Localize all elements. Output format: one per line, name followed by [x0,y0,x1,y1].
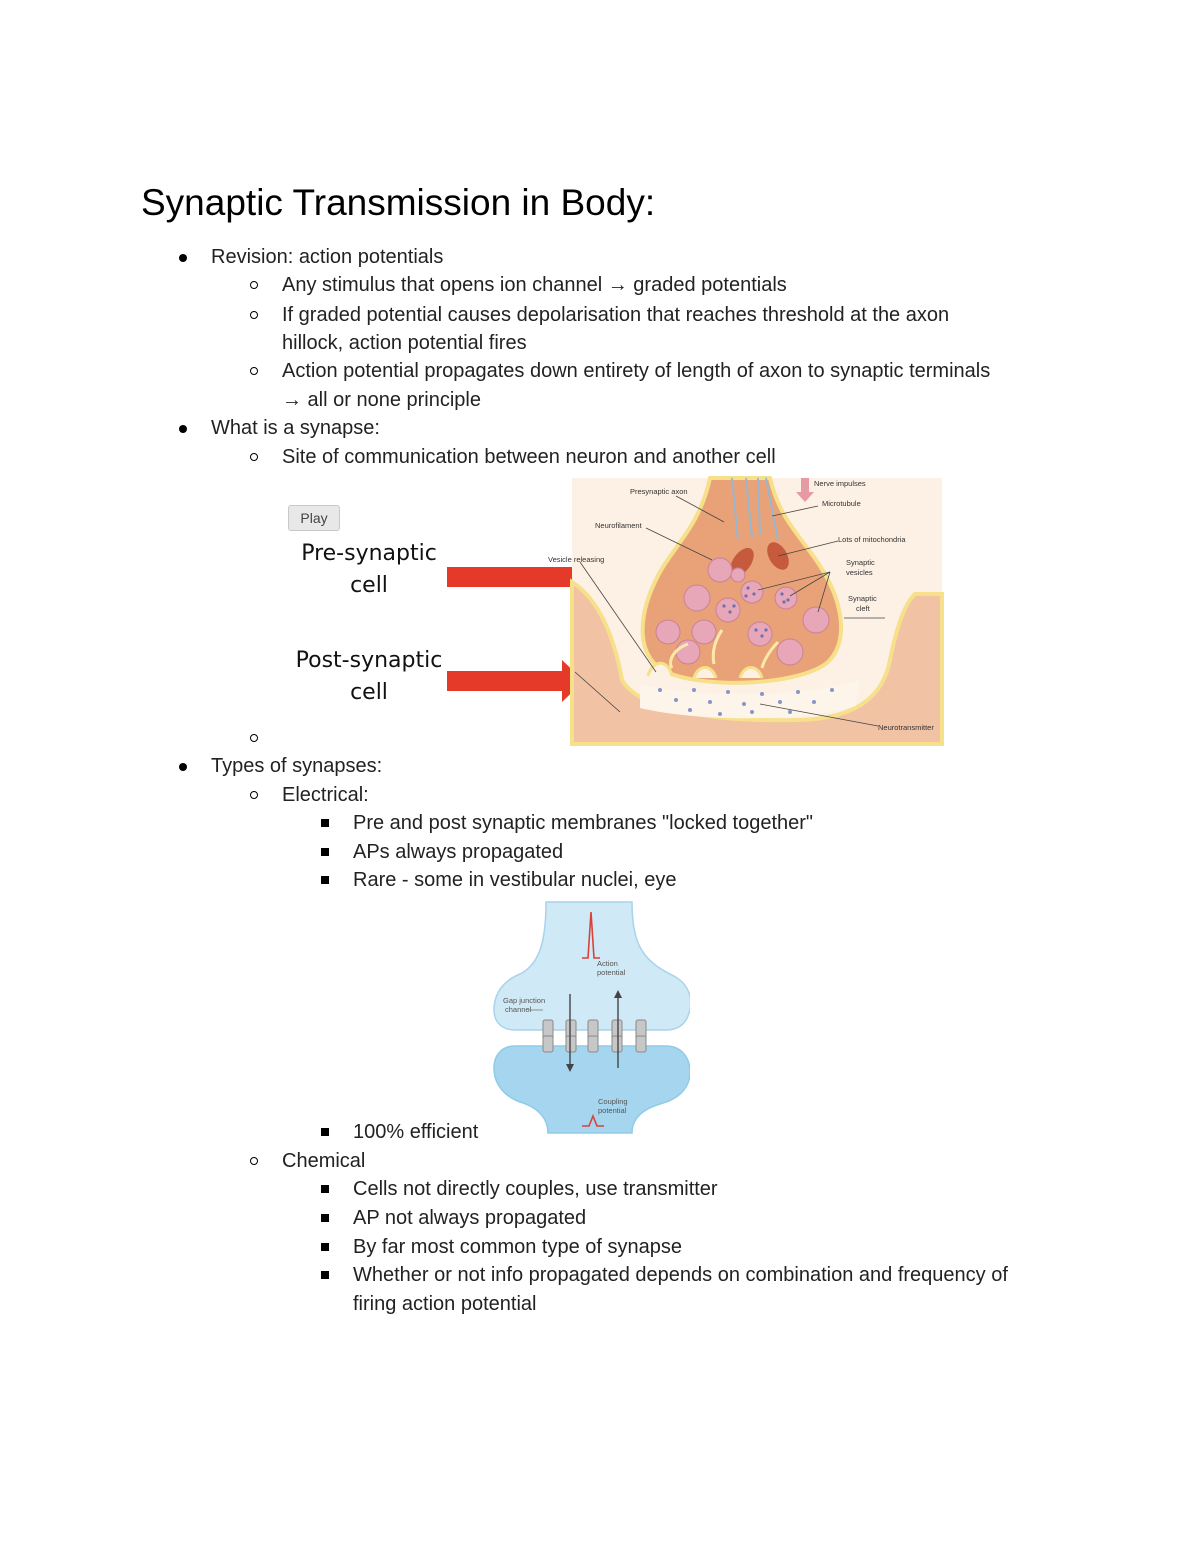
sub-bullet-threshold: If graded potential causes depolarisatio… [249,301,949,329]
vesicle-icon [691,619,717,645]
sub-bullet-propagates-cont: → all or none principle [282,389,481,411]
label-gap-junction-1: Gap junction [503,996,545,1005]
label-neurofilament: Neurofilament [595,521,643,530]
release-arrow-icon [669,642,689,669]
post-synaptic-label: Post-synaptic cell [288,645,450,709]
vesicle-icon [802,606,830,634]
sub-bullet-propagates: Action potential propagates down entiret… [249,357,990,385]
pre-synaptic-label-line2: cell [350,573,388,598]
label-nerve-impulses: Nerve impulses [814,479,866,488]
vesicle-icon [707,557,733,583]
vesicle-icon [655,619,681,645]
electrical-synapse-illustration: Action potential Gap junction channel Co… [493,901,690,1134]
label-coupling-potential-2: potential [598,1106,627,1115]
label-action-potential-2: potential [597,968,626,977]
sub-bullet-chemical: Chemical [249,1147,365,1175]
vesicle-icon [747,621,773,647]
vesicle-icon [774,586,798,610]
vesicle-icon [715,597,741,623]
label-vesicle-releasing: Vesicle releasing [548,555,604,564]
play-button[interactable]: Play [288,505,340,531]
pre-synaptic-label-line1: Pre-synaptic [301,541,437,566]
sub-bullet-electrical: Electrical: [250,781,369,809]
vesicle-icon [675,639,701,665]
sub-bullet-graded: Any stimulus that opens ion channel → gr… [250,271,787,299]
nerve-impulse-arrow-icon [796,478,814,502]
post-synaptic-label-line1: Post-synaptic [295,648,443,673]
label-mitochondria: Lots of mitochondria [838,535,906,544]
release-arrow-icon [760,640,780,669]
synaptic-cleft [640,680,860,719]
pre-synaptic-label: Pre-synaptic cell [290,538,448,602]
item-not-directly-coupled: Cells not directly couples, use transmit… [321,1175,718,1203]
label-microtubule: Microtubule [822,499,861,508]
label-synaptic-cleft-2: cleft [856,604,871,613]
label-action-potential-1: Action [597,959,618,968]
label-presynaptic-axon: Presynaptic axon [630,487,688,496]
item-locked-together: Pre and post synaptic membranes "locked … [321,809,813,837]
item-rare: Rare - some in vestibular nuclei, eye [320,866,676,894]
post-synaptic-arrow-icon [447,660,584,702]
microtubule-fibers [731,477,779,541]
label-coupling-potential-1: Coupling [598,1097,628,1106]
page-title: Synaptic Transmission in Body: [141,182,656,223]
release-arrow-icon [711,629,724,665]
sub-bullet-threshold-cont: hillock, action potential fires [282,332,527,354]
post-synaptic-label-line2: cell [350,680,388,705]
item-ap-not-always: AP not always propagated [320,1204,586,1232]
sub-bullet-site: Site of communication between neuron and… [250,443,776,471]
postsynaptic-membrane [570,578,944,746]
vesicle-icon [730,567,746,583]
item-100-efficient: 100% efficient [320,1118,478,1146]
action-potential-spike-icon [582,911,600,959]
bullet-what-is-synapse: What is a synapse: [179,414,380,442]
label-neurotransmitter: Neurotransmitter [878,723,934,732]
label-gap-junction-2: channel [505,1005,532,1014]
item-depends-on-firing-cont: firing action potential [353,1293,537,1315]
bullet-revision: Revision: action potentials [178,243,443,271]
bullet-types-of-synapses: Types of synapses: [178,752,382,780]
label-synaptic-vesicles-1: Synaptic [846,558,875,567]
item-most-common: By far most common type of synapse [320,1233,682,1261]
release-pocket [692,666,718,679]
pre-synaptic-arrow-icon [447,553,675,601]
presynaptic-cell [493,901,690,1031]
synapse-illustration: Nerve impulses Presynaptic axon Microtub… [447,476,944,746]
item-depends-on-firing: Whether or not info propagated depends o… [321,1261,1008,1289]
vesicle-icon [683,584,711,612]
release-pocket [738,666,764,679]
release-pocket [646,661,674,677]
item-aps-always: APs always propagated [320,838,563,866]
vesicle-icon [740,580,764,604]
label-synaptic-vesicles-2: vesicles [846,568,873,577]
label-synaptic-cleft-1: Synaptic [848,594,877,603]
vesicle-icon [776,638,804,666]
coupling-potential-spike-icon [582,1113,604,1127]
